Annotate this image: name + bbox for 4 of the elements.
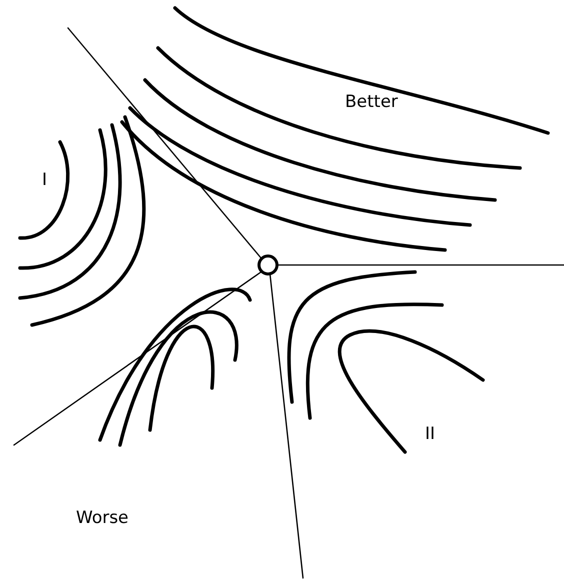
region-label: Better <box>345 92 398 112</box>
region-label: I <box>42 170 48 190</box>
region-label: Worse <box>76 508 129 528</box>
region-label: II <box>425 424 436 444</box>
